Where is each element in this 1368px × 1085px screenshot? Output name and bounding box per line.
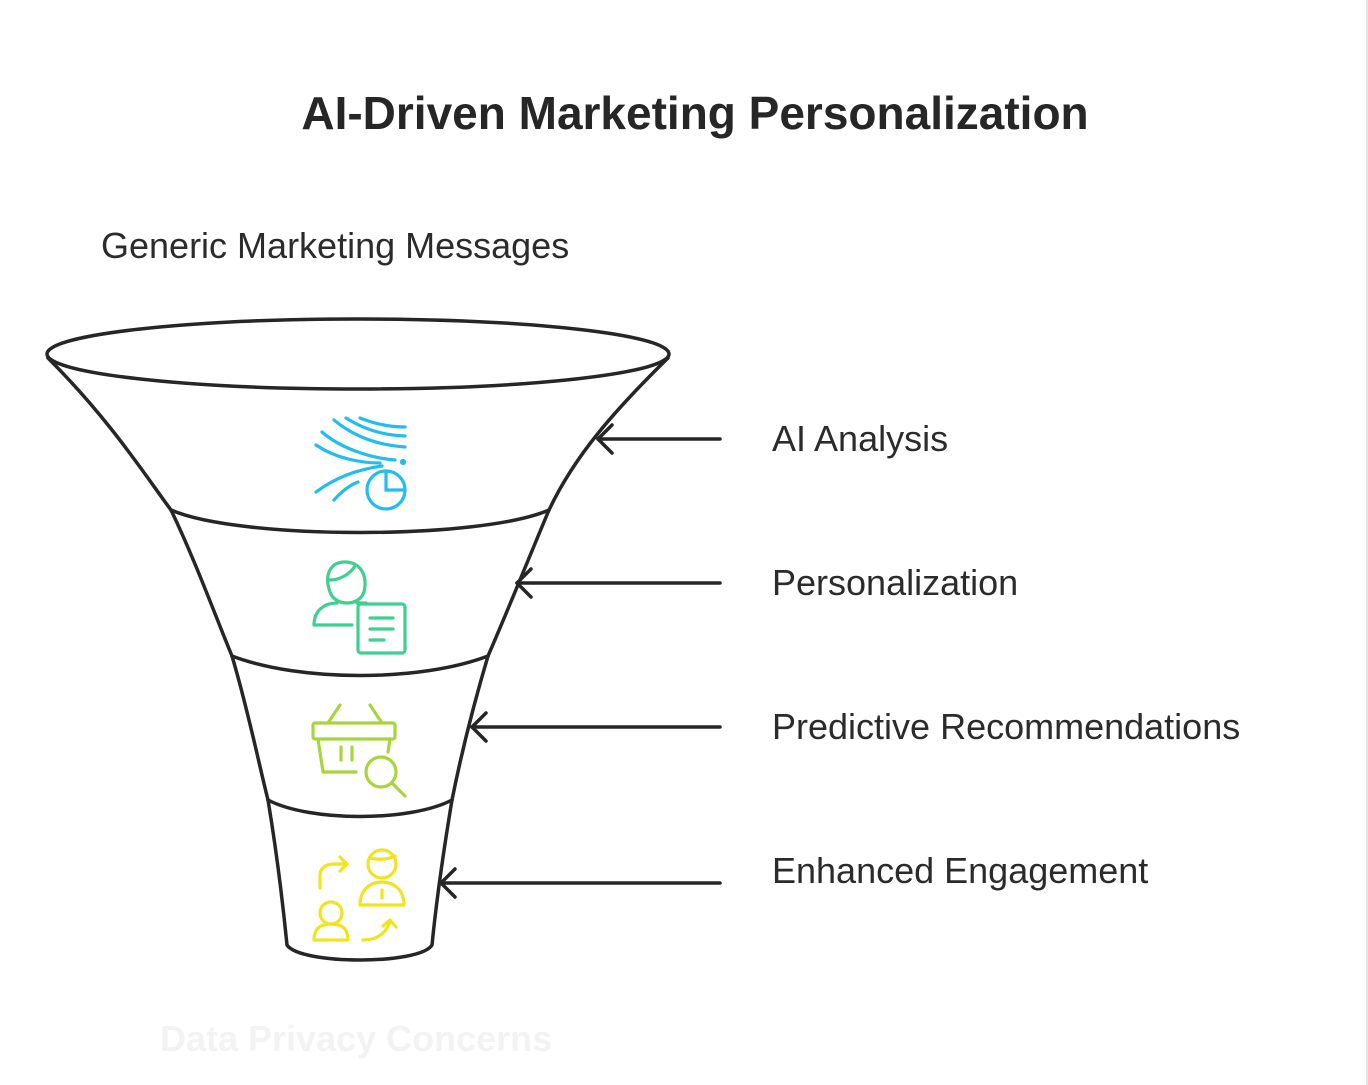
basket-search-icon: [311, 703, 407, 798]
stage-divider-3: [266, 798, 454, 819]
arrow-stage-4: [439, 867, 722, 899]
page-edge-divider: [1366, 0, 1368, 1085]
stage-label-ai-analysis: AI Analysis: [772, 418, 949, 459]
data-analysis-icon: [314, 416, 407, 511]
funnel-top-label: Generic Marketing Messages: [101, 225, 570, 266]
diagram-title: AI-Driven Marketing Personalization: [301, 87, 1089, 139]
funnel-rim: [45, 317, 671, 391]
stage-divider-2: [230, 654, 490, 678]
arrow-stage-1: [596, 423, 722, 455]
arrow-stage-2: [515, 567, 722, 599]
user-profile-document-icon: [312, 560, 407, 655]
stage-divider-1: [169, 508, 551, 535]
stage-label-personalization: Personalization: [772, 562, 1019, 603]
funnel-body-outline: [46, 356, 670, 962]
user-exchange-icon: [312, 848, 406, 942]
stage-label-enhanced-engagement: Enhanced Engagement: [772, 850, 1149, 891]
stage-label-predictive-recommendations: Predictive Recommendations: [772, 706, 1241, 747]
funnel-bottom-label: Data Privacy Concerns: [160, 1018, 553, 1059]
arrow-stage-3: [470, 711, 722, 743]
